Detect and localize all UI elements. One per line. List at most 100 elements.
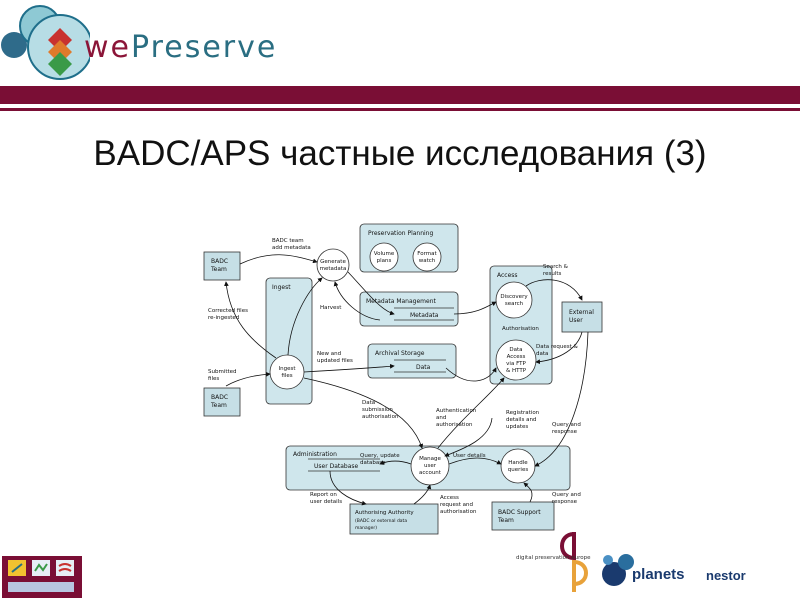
- flow-label-registration-1: Registration: [506, 410, 540, 416]
- flow-label-query-update-1: Query, update: [360, 453, 400, 459]
- flow-ingest-to-manage-account: [303, 377, 424, 449]
- flow-label-access-request-2: request and: [440, 502, 473, 508]
- flow-authority-to-manage-account: [413, 484, 432, 505]
- header: wePreserve: [0, 0, 800, 88]
- flow-label-query-response-right-1: Query and: [552, 422, 581, 428]
- nestor-name: nestor: [706, 568, 746, 583]
- access-label: Access: [497, 272, 518, 279]
- authorising-authority-label-2: (BADC or external data: [355, 518, 407, 524]
- flow-discovery-to-external-user: [525, 279, 583, 301]
- flow-label-submitted-files-1: Submitted: [208, 369, 237, 375]
- badc-team-bottom-label-2: Team: [210, 402, 227, 409]
- archival-storage-box: [367, 343, 457, 379]
- brand-we: we: [84, 30, 131, 65]
- metadata-store-label: Metadata: [410, 312, 439, 319]
- digital-preservation-europe-logo-icon: [560, 532, 588, 592]
- flow-manage-account-to-user-db: [379, 460, 412, 465]
- flow-data-to-data-access: [445, 367, 497, 382]
- generate-metadata-node: [316, 248, 350, 282]
- flow-label-data-request-1: Data request &: [536, 344, 579, 350]
- badc-support-team-entity: [491, 501, 555, 531]
- ingest-files-node: [269, 354, 305, 390]
- volume-plans-label-2: plans: [377, 258, 392, 264]
- flow-label-data-submission-1: Data: [362, 400, 375, 406]
- ingest-files-label-2: files: [281, 373, 292, 379]
- flow-metadata-to-generate-metadata: [333, 281, 381, 321]
- flow-label-corrected-files-1: Corrected files: [208, 308, 248, 314]
- authorising-authority-entity: [349, 503, 439, 535]
- format-watch-label-2: watch: [419, 258, 436, 264]
- flow-label-submitted-files-2: files: [208, 376, 219, 382]
- data-access-label-2: Access: [507, 354, 526, 360]
- flow-label-corrected-files-2: re-ingested: [208, 315, 239, 321]
- flow-generate-metadata-to-metadata: [347, 271, 395, 316]
- discovery-search-label-2: search: [505, 301, 524, 307]
- badc-support-team-label-1: BADC Support: [498, 509, 541, 516]
- flow-label-badc-team-add-metadata-1: BADC team: [272, 238, 304, 244]
- data-access-label-4: & HTTP: [506, 368, 527, 374]
- archival-storage-label: Archival Storage: [375, 350, 425, 357]
- oais-flow-diagram: Preservation Planning Ingest Metadata Ma…: [203, 223, 603, 535]
- flow-external-user-to-data-access: [535, 331, 583, 365]
- flow-metadata-to-discovery: [453, 301, 497, 315]
- flow-label-query-response-bottom-1: Query and: [552, 492, 581, 498]
- flow-label-auth-3: authorisation: [436, 422, 473, 428]
- ingest-files-label-1: Ingest: [278, 366, 296, 372]
- manage-user-account-label-1: Manage: [419, 456, 441, 462]
- authorising-authority-label-3: manager): [355, 525, 377, 531]
- external-user-label-2: User: [569, 317, 583, 324]
- flow-team-to-generate-metadata: [239, 254, 318, 265]
- badc-team-top-label-1: BADC: [211, 258, 228, 265]
- format-watch-node: [412, 242, 442, 272]
- volume-plans-node: [369, 242, 399, 272]
- badc-team-bottom-entity: [203, 387, 241, 417]
- badc-support-team-label-2: Team: [497, 517, 514, 524]
- flow-label-harvest: Harvest: [320, 305, 342, 311]
- flow-label-data-submission-3: authorisation: [362, 414, 399, 420]
- external-user-label-1: External: [569, 309, 594, 316]
- flow-label-data-request-2: data: [536, 351, 548, 357]
- flow-label-user-details: User details: [453, 453, 486, 459]
- flow-external-user-to-handle-queries: [534, 331, 589, 467]
- badc-team-top-label-2: Team: [210, 266, 227, 273]
- handle-queries-node: [500, 448, 536, 484]
- flow-label-query-update-2: database: [360, 460, 386, 466]
- metadata-management-label: Metadata Management: [366, 298, 436, 305]
- ingest-label: Ingest: [272, 284, 291, 291]
- data-store-label: Data: [416, 364, 431, 371]
- data-access-label-1: Data: [509, 347, 522, 353]
- flow-label-new-updated-files-1: New and: [317, 351, 341, 357]
- flow-label-registration-2: details and: [506, 417, 536, 423]
- discovery-search-node: [495, 281, 533, 319]
- flow-ingest-to-generate-metadata: [287, 277, 323, 356]
- administration-label: Administration: [293, 451, 337, 458]
- authorising-authority-label-1: Authorising Authority: [355, 510, 414, 516]
- discovery-search-label-1: Discovery: [500, 294, 528, 300]
- badc-team-bottom-label-1: BADC: [211, 394, 228, 401]
- handle-queries-label-2: queries: [508, 467, 529, 473]
- header-rule: [0, 108, 800, 111]
- header-bar: [0, 86, 800, 104]
- flow-label-access-request-1: Access: [440, 495, 459, 501]
- manage-user-account-label-3: account: [419, 470, 442, 476]
- flow-label-search-results-2: results: [543, 271, 562, 277]
- flow-label-badc-team-add-metadata-2: add metadata: [272, 245, 311, 251]
- flow-ingest-to-badc-team-top: [224, 281, 277, 359]
- flow-manage-to-handle-queries: [448, 457, 502, 465]
- metadata-management-box: [359, 291, 459, 327]
- dp-caption: digital preservation europe: [516, 555, 591, 561]
- format-watch-label-1: Format: [417, 251, 437, 257]
- generate-metadata-label-1: Generate: [320, 259, 346, 265]
- flow-label-registration-3: updates: [506, 424, 528, 430]
- slide-title: BADC/APS частные исследования (3): [93, 134, 707, 173]
- flow-label-search-results-1: Search &: [543, 264, 569, 270]
- flow-support-to-handle-queries: [523, 482, 533, 503]
- planets-name: planets: [632, 566, 685, 583]
- flow-label-access-request-3: authorisation: [440, 509, 477, 515]
- flow-label-authorisation: Authorisation: [502, 326, 539, 332]
- flow-manage-account-to-data-access: [437, 377, 505, 449]
- flow-registration-details: [444, 417, 493, 457]
- user-database-label: User Database: [314, 463, 359, 470]
- preservation-planning-label: Preservation Planning: [368, 230, 433, 237]
- generate-metadata-label-2: metadata: [320, 266, 347, 272]
